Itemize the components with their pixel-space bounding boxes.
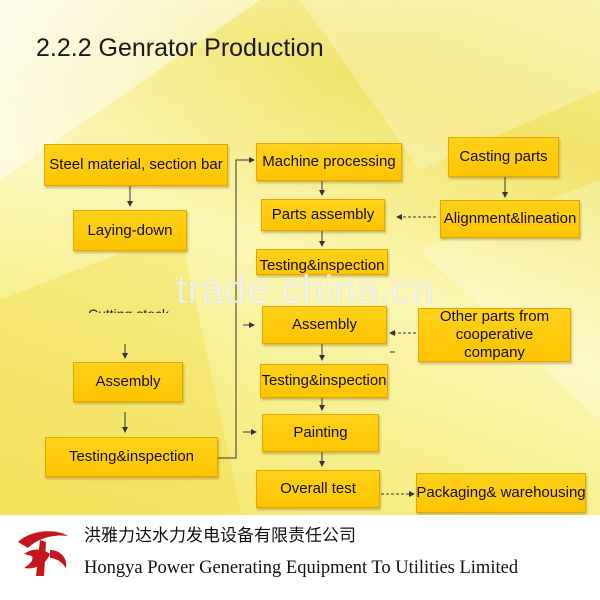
footer-band: [0, 515, 600, 600]
box-other-parts: Other parts from cooperative company: [418, 308, 571, 362]
company-name-chinese: 洪雅力达水力发电设备有限责任公司: [84, 526, 356, 546]
box-assembly-mid: Assembly: [262, 306, 387, 344]
box-painting: Painting: [262, 414, 379, 452]
box-laying-down: Laying-down: [73, 210, 187, 251]
box-testing-mid: Testing&inspection: [260, 364, 388, 398]
slide-title: 2.2.2 Genrator Production: [36, 34, 324, 62]
box-testing-left: Testing&inspection: [45, 437, 218, 477]
box-parts-assembly: Parts assembly: [261, 199, 385, 231]
box-casting-parts: Casting parts: [448, 137, 559, 177]
box-testing-mid-upper-label: Testing&inspection: [259, 257, 385, 274]
box-assembly-left: Assembly: [73, 362, 183, 402]
box-steel-material: Steel material, section bar: [44, 144, 228, 186]
connector-left-to-center: [218, 157, 255, 459]
box-overall-test: Overall test: [256, 470, 380, 508]
box-machine-processing: Machine processing: [256, 143, 402, 181]
box-testing-mid-upper-hidden: Testing&inspection: [256, 249, 388, 275]
company-logo-icon: [18, 531, 68, 576]
watermark-text: trade.china.cn: [176, 268, 435, 312]
box-cutting-stock-partially-hidden: Cutting stock: [88, 301, 184, 313]
company-name-english: Hongya Power Generating Equipment To Uti…: [84, 558, 519, 578]
box-alignment-lineation: Alignment&lineation: [440, 200, 580, 238]
box-packaging: Packaging& warehousing: [416, 473, 586, 513]
